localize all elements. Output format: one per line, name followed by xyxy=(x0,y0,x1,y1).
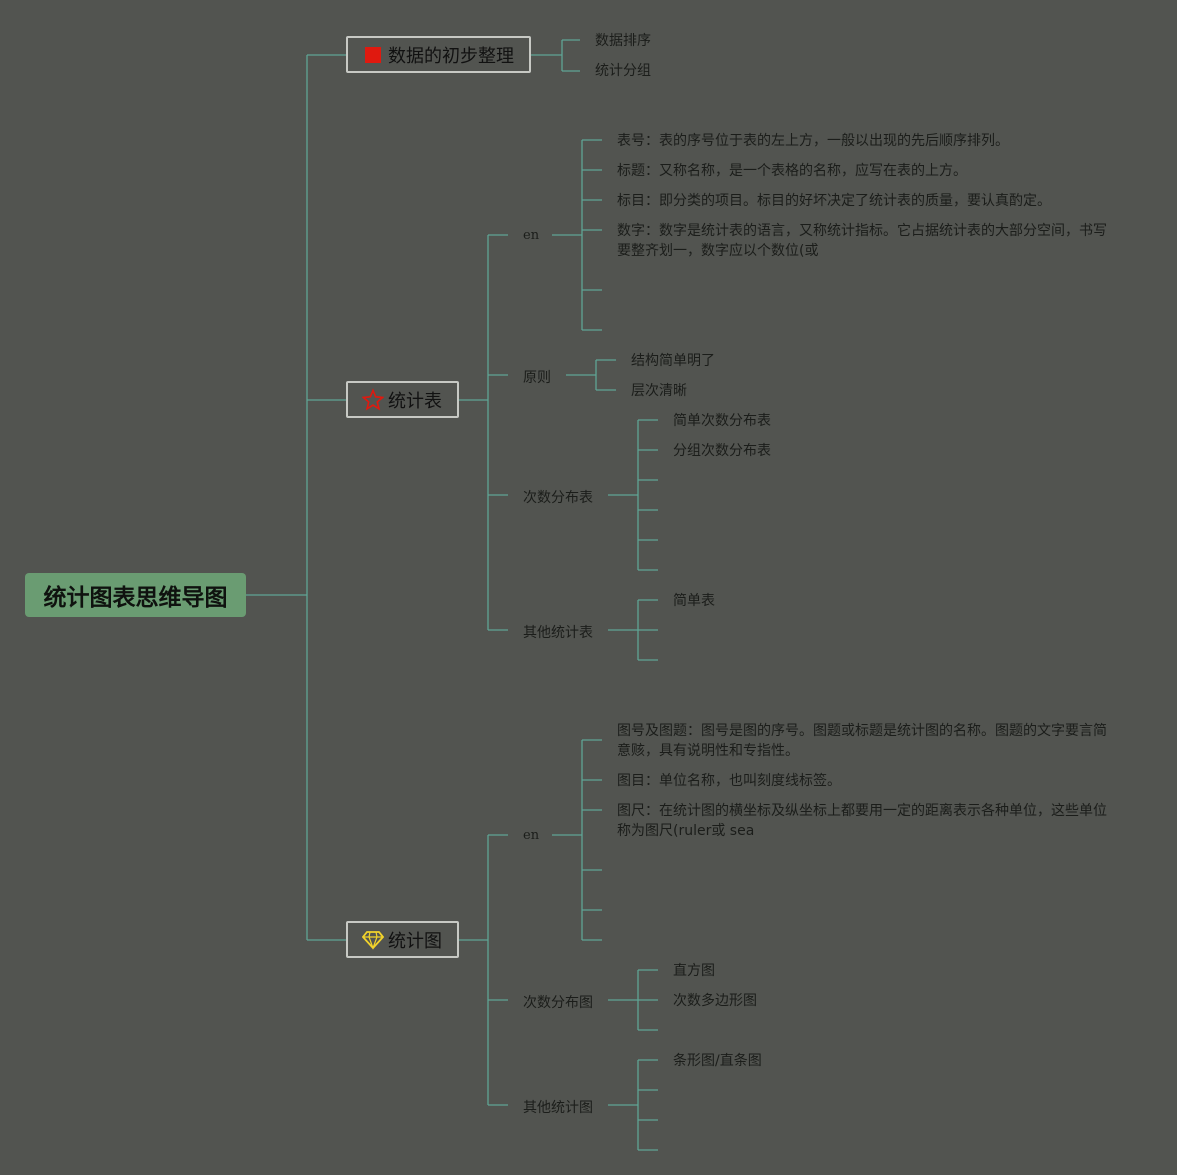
leaf-simple-structure[interactable]: 结构简单明了 xyxy=(631,353,715,369)
root-node[interactable]: 统计图表思维导图 xyxy=(25,573,246,617)
leaf-table-number[interactable]: 表号：表的序号位于表的左上方，一般以出现的先后顺序排列。 xyxy=(617,133,1009,149)
leaf-frequency-polygon[interactable]: 次数多边形图 xyxy=(673,993,757,1009)
red-square-icon xyxy=(362,44,384,66)
group-en-chart[interactable]: en xyxy=(523,828,540,843)
group-frequency-chart[interactable]: 次数分布图 xyxy=(523,995,593,1011)
leaf-bar-chart[interactable]: 条形图/直条图 xyxy=(673,1053,762,1069)
branch-statistical-table[interactable]: 统计表 xyxy=(346,381,459,418)
branch-data-organization[interactable]: 数据的初步整理 xyxy=(346,36,531,73)
leaf-table-numbers[interactable]: 数字：数字是统计表的语言，又称统计指标。它占据统计表的大部分空间，书写要整齐划一… xyxy=(617,223,1107,259)
leaf-data-sorting[interactable]: 数据排序 xyxy=(595,33,651,49)
leaf-simple-table[interactable]: 简单表 xyxy=(673,593,715,609)
branch-statistical-chart[interactable]: 统计图 xyxy=(346,921,459,958)
group-frequency-table[interactable]: 次数分布表 xyxy=(523,490,593,506)
leaf-table-heading[interactable]: 标目：即分类的项目。标目的好坏决定了统计表的质量，要认真酌定。 xyxy=(617,193,1051,209)
leaf-simple-frequency-table[interactable]: 简单次数分布表 xyxy=(673,413,771,429)
branch-label: 统计图 xyxy=(388,930,442,952)
group-other-tables[interactable]: 其他统计表 xyxy=(523,625,593,641)
branch-label: 统计表 xyxy=(388,390,442,412)
group-other-charts[interactable]: 其他统计图 xyxy=(523,1100,593,1116)
branch-label: 数据的初步整理 xyxy=(388,45,514,67)
leaf-statistical-grouping[interactable]: 统计分组 xyxy=(595,63,651,79)
group-principles[interactable]: 原则 xyxy=(523,370,551,386)
leaf-chart-ruler[interactable]: 图尺：在统计图的横坐标及纵坐标上都要用一定的距离表示各种单位，这些单位称为图尺(… xyxy=(617,803,1107,839)
diamond-gem-icon xyxy=(362,929,384,951)
leaf-chart-labels[interactable]: 图目：单位名称，也叫刻度线标签。 xyxy=(617,773,841,789)
leaf-clear-hierarchy[interactable]: 层次清晰 xyxy=(631,383,687,399)
leaf-table-title[interactable]: 标题：又称名称，是一个表格的名称，应写在表的上方。 xyxy=(617,163,967,179)
leaf-chart-number-title[interactable]: 图号及图题：图号是图的序号。图题或标题是统计图的名称。图题的文字要言简意赅，具有… xyxy=(617,723,1107,759)
leaf-grouped-frequency-table[interactable]: 分组次数分布表 xyxy=(673,443,771,459)
star-outline-icon xyxy=(362,387,384,411)
group-en-table[interactable]: en xyxy=(523,228,540,243)
leaf-histogram[interactable]: 直方图 xyxy=(673,963,715,979)
